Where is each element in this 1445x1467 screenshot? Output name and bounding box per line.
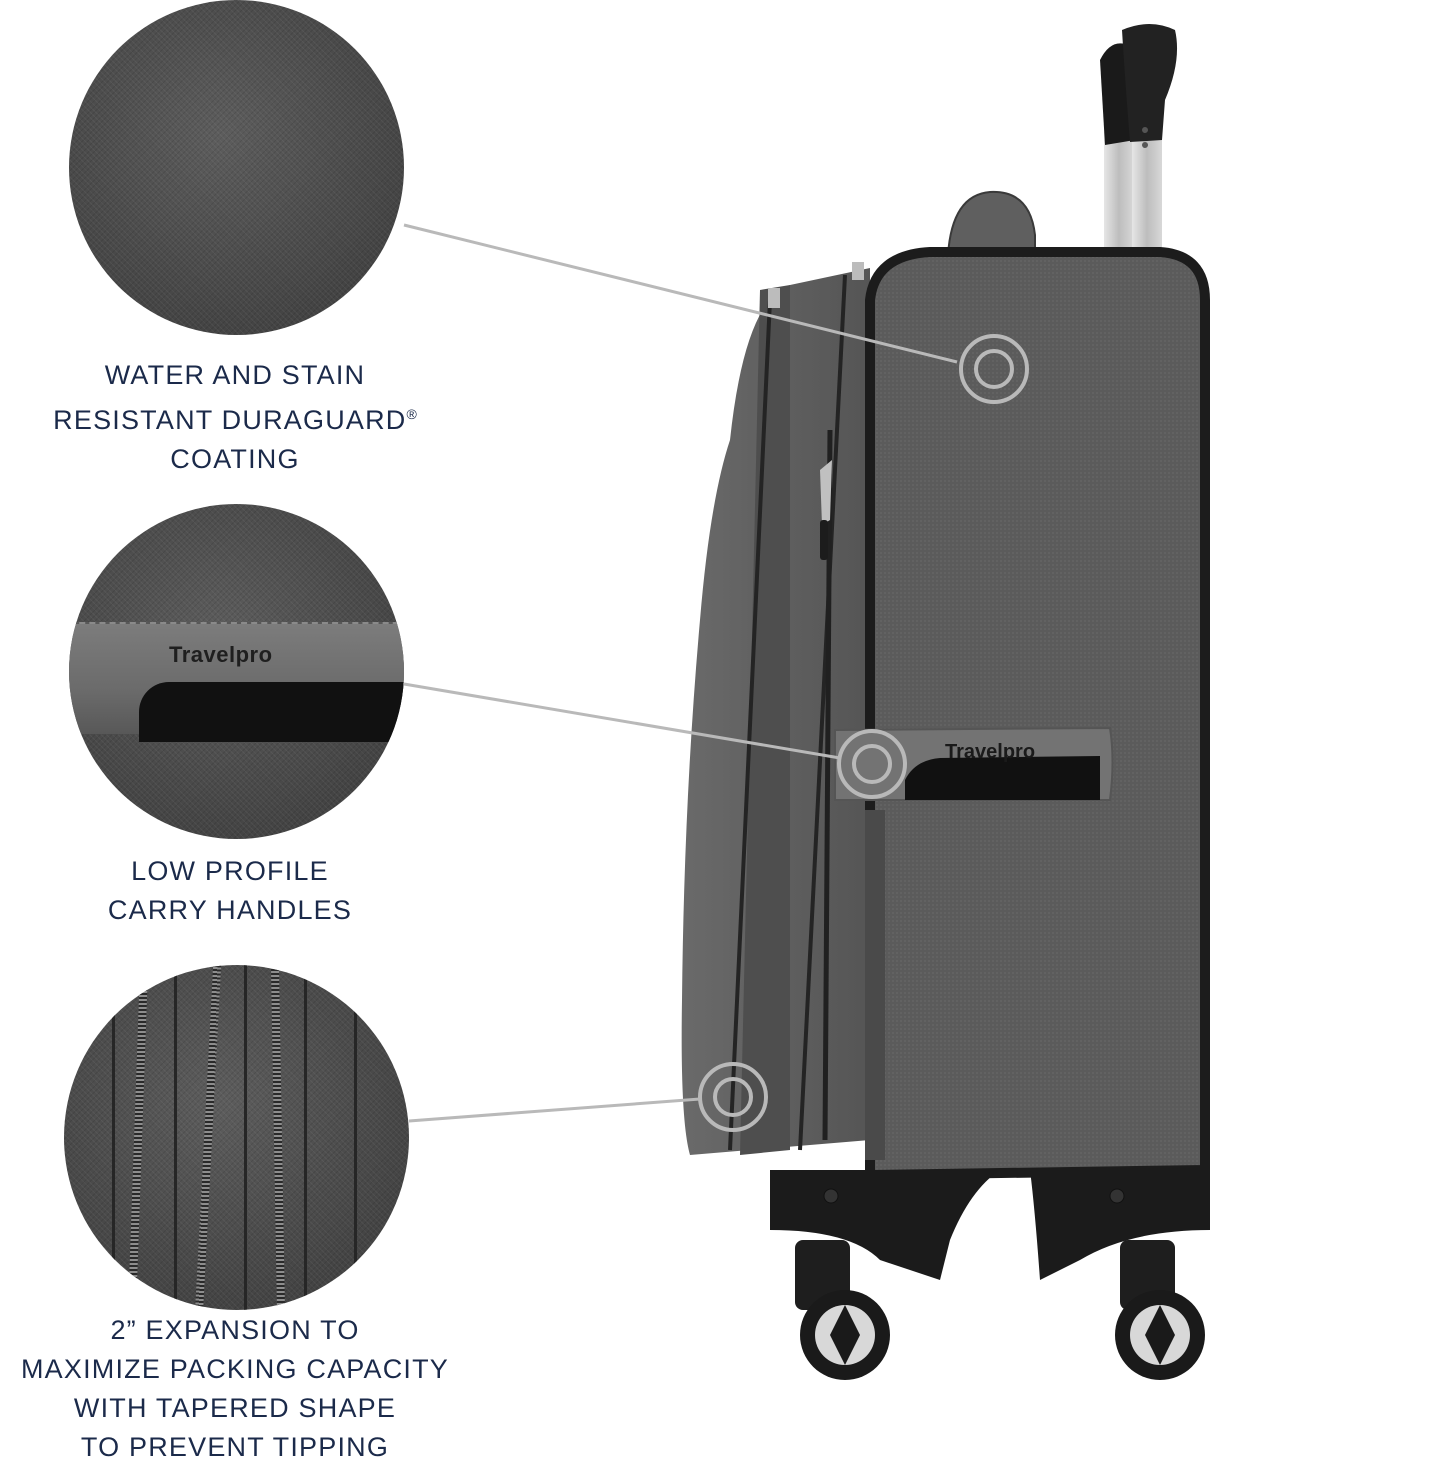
callout-expansion: [408, 1062, 768, 1132]
caption-line: WATER AND STAIN: [104, 360, 366, 390]
carry-handle-grip: [139, 682, 404, 742]
spinner-wheel-right: [1115, 1240, 1205, 1380]
caption-line: 2” EXPANSION TO: [110, 1315, 360, 1345]
caption-water-stain-resistant: WATER AND STAIN RESISTANT DURAGUARD® COA…: [0, 356, 470, 479]
seam-line: [304, 965, 307, 1310]
fabric-weave-texture: [64, 965, 409, 1310]
travelpro-logo: Travelpro: [169, 642, 273, 667]
registered-mark-icon: ®: [406, 406, 417, 422]
caption-line: TO PREVENT TIPPING: [80, 1432, 390, 1462]
handle-detail-circle: Travelpro: [69, 504, 404, 839]
caption-line: CARRY HANDLES: [107, 895, 353, 925]
caption-line: COATING: [170, 444, 300, 474]
seam-line: [112, 965, 115, 1310]
expansion-detail-circle: [64, 965, 409, 1310]
telescoping-handle: [1100, 24, 1178, 255]
fabric-detail-circle: [69, 0, 404, 335]
caption-line: LOW PROFILE: [131, 856, 329, 886]
spinner-wheel-left: [795, 1240, 890, 1380]
caption-line: WITH TAPERED SHAPE: [73, 1393, 397, 1423]
seam-line: [174, 965, 177, 1310]
fabric-weave-texture: [69, 0, 404, 335]
caption-line: RESISTANT DURAGUARD®: [53, 405, 417, 435]
seam-line: [354, 965, 357, 1310]
caption-low-profile-handles: LOW PROFILE CARRY HANDLES: [0, 852, 460, 930]
callout-fabric: [403, 223, 1029, 404]
caption-expansion: 2” EXPANSION TO MAXIMIZE PACKING CAPACIT…: [0, 1311, 470, 1467]
callout-handle: [403, 682, 907, 799]
caption-line: MAXIMIZE PACKING CAPACITY: [20, 1354, 450, 1384]
seam-line: [244, 965, 247, 1310]
travelpro-logo: Travelpro: [945, 741, 1035, 763]
